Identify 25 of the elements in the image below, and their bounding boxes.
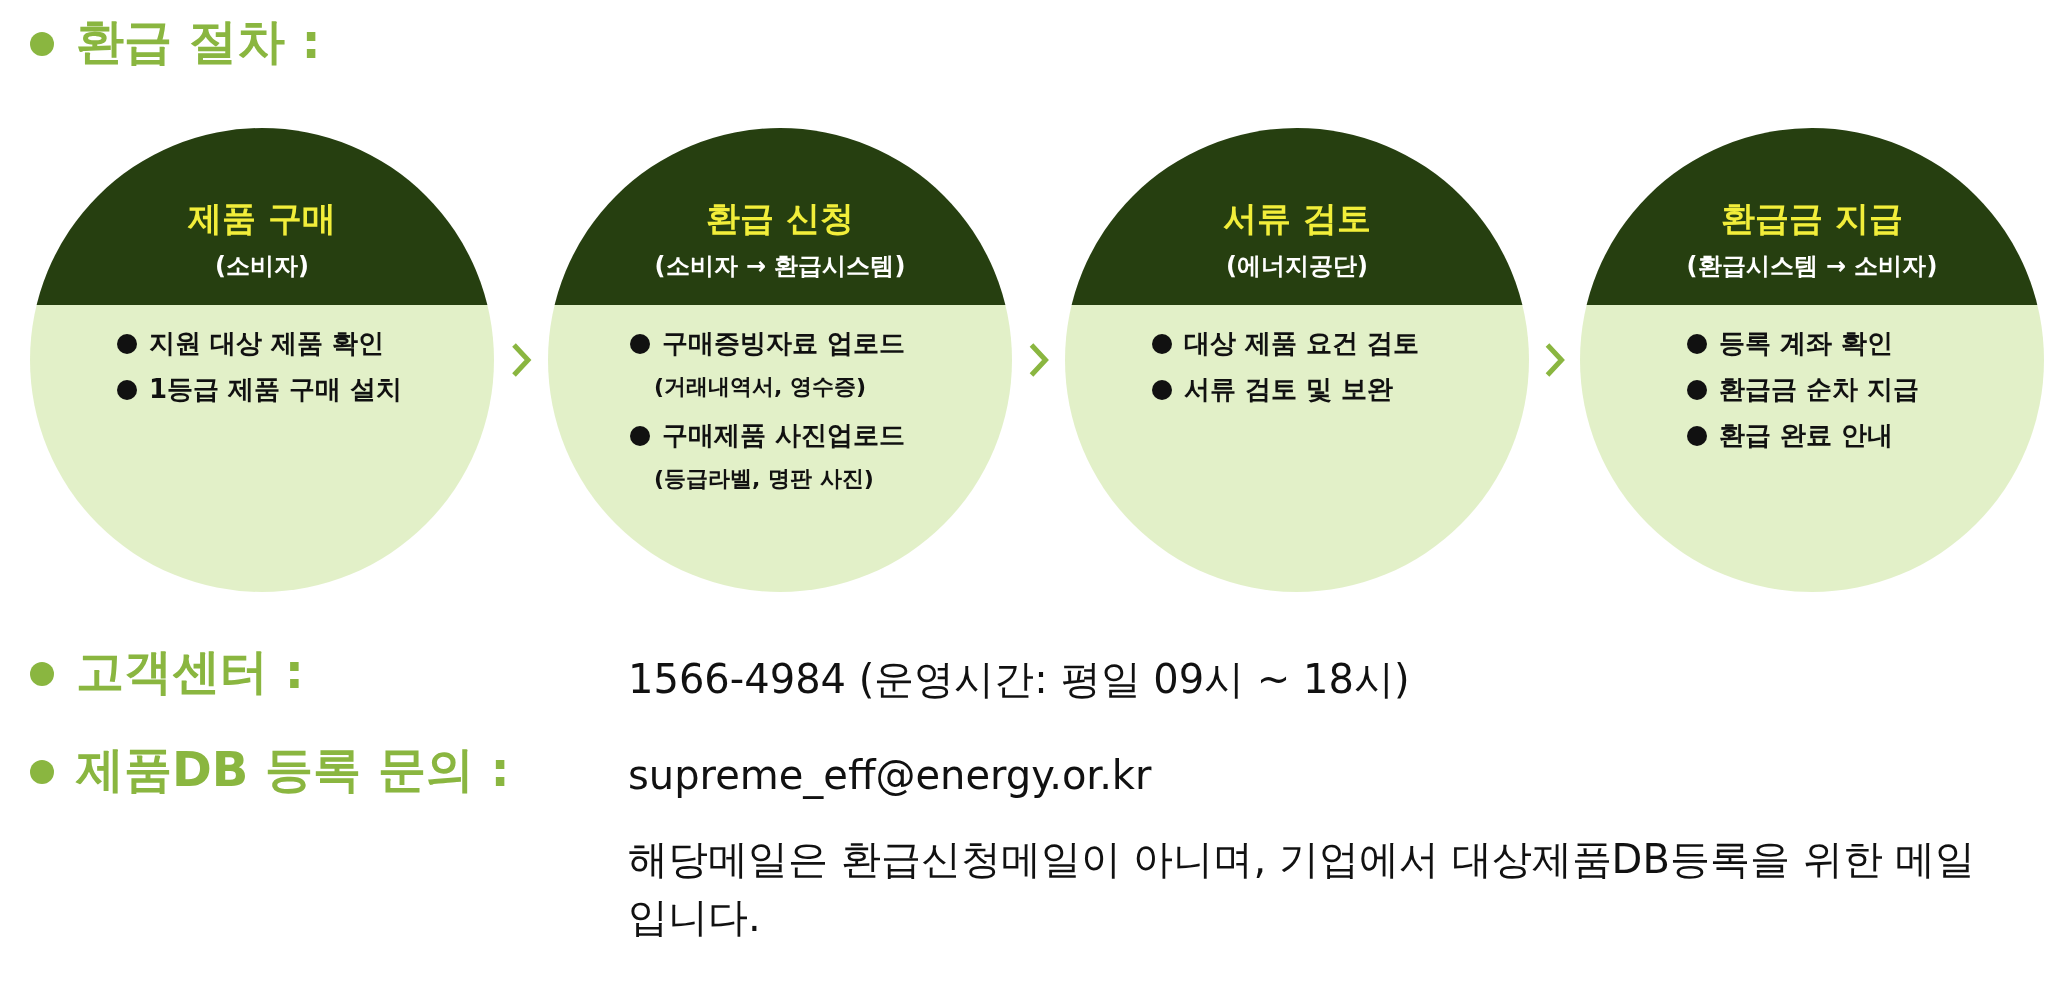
step-subtitle: (소비자) — [214, 251, 310, 282]
bullet-item: 구매제품 사진업로드 — [628, 418, 906, 453]
email-text: supreme_eff@energy.or.kr — [628, 752, 1152, 798]
section-heading: 제품DB 등록 문의 : — [30, 738, 510, 802]
step-subtitle: (소비자 → 환급시스템) — [653, 251, 907, 282]
bullet-item: 대상 제품 요건 검토 — [1150, 326, 1420, 361]
note-text: 해당메일은 환급신청메일이 아니며, 기업에서 대상제품DB등록을 위한 메일입니다. — [628, 835, 1977, 942]
step-title: 서류 검토 — [1222, 197, 1372, 240]
section-heading: 환급 절차 : — [30, 10, 321, 74]
item-note: (거래내역서, 영수증) — [654, 373, 867, 401]
bullet-item: 환급 완료 안내 — [1685, 418, 1894, 453]
bullet-item: 1등급 제품 구매 설치 — [115, 372, 403, 407]
step-title: 제품 구매 — [187, 197, 337, 240]
bullet-item: 지원 대상 제품 확인 — [115, 326, 385, 361]
step-subtitle: (환급시스템 → 소비자) — [1685, 251, 1939, 282]
bullet-item: 환급금 순차 지급 — [1685, 372, 1920, 407]
bullet-item: 등록 계좌 확인 — [1685, 326, 1894, 361]
phone-text: 1566-4984 (운영시간: 평일 09시 ~ 18시) — [628, 655, 1410, 704]
bullet-item: 서류 검토 및 보완 — [1150, 372, 1394, 407]
item-note: (등급라벨, 명판 사진) — [654, 465, 874, 493]
section-heading: 고객센터 : — [30, 640, 304, 704]
bullet-item: 구매증빙자료 업로드 — [628, 326, 906, 361]
step-title: 환급금 지급 — [1720, 197, 1904, 240]
step-title: 환급 신청 — [705, 197, 855, 240]
step-subtitle: (에너지공단) — [1225, 251, 1369, 282]
